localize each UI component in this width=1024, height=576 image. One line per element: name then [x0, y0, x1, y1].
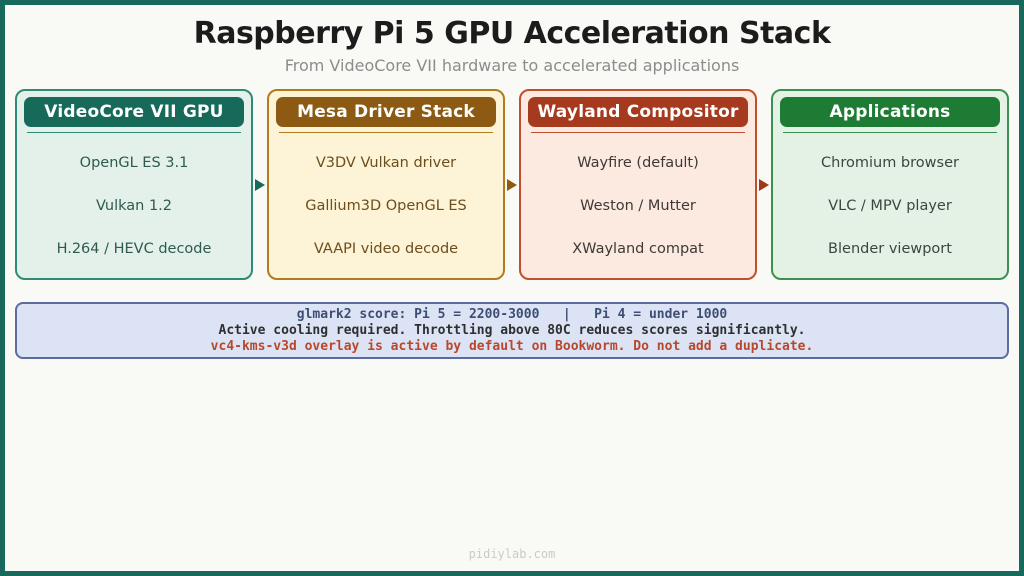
card-item: XWayland compat [572, 240, 704, 257]
card-item: VAAPI video decode [313, 240, 459, 257]
flow-arrow-slot [253, 89, 267, 280]
note-line-cooling-warning: Active cooling required. Throttling abov… [218, 323, 806, 338]
note-line-benchmark-score: glmark2 score: Pi 5 = 2200-3000 | Pi 4 =… [296, 307, 728, 322]
card-header: Applications [780, 97, 1000, 127]
watermark: pidiylab.com [468, 547, 556, 561]
card-item: Blender viewport [828, 240, 952, 257]
card-item: H.264 / HEVC decode [56, 240, 212, 257]
card-wayland-compositor: Wayland Compositor Wayfire (default) Wes… [519, 89, 757, 280]
note-box: glmark2 score: Pi 5 = 2200-3000 | Pi 4 =… [15, 302, 1009, 359]
card-header: Wayland Compositor [528, 97, 748, 127]
card-header: Mesa Driver Stack [276, 97, 496, 127]
card-item: VLC / MPV player [828, 197, 952, 214]
card-divider [531, 132, 745, 133]
card-items: Wayfire (default) Weston / Mutter XWayla… [521, 141, 755, 270]
card-videocore-gpu: VideoCore VII GPU OpenGL ES 3.1 Vulkan 1… [15, 89, 253, 280]
card-divider [279, 132, 493, 133]
card-header: VideoCore VII GPU [24, 97, 244, 127]
card-item: OpenGL ES 3.1 [79, 154, 189, 171]
card-divider [27, 132, 241, 133]
right-arrow-icon [255, 178, 265, 191]
card-item: Wayfire (default) [577, 154, 699, 171]
note-line-overlay-warning: vc4-kms-v3d overlay is active by default… [210, 339, 814, 354]
card-items: Chromium browser VLC / MPV player Blende… [773, 141, 1007, 270]
page-title: Raspberry Pi 5 GPU Acceleration Stack [193, 16, 831, 51]
flow-arrow-slot [757, 89, 771, 280]
card-applications: Applications Chromium browser VLC / MPV … [771, 89, 1009, 280]
card-item: Weston / Mutter [580, 197, 696, 214]
card-items: OpenGL ES 3.1 Vulkan 1.2 H.264 / HEVC de… [17, 141, 251, 270]
card-items: V3DV Vulkan driver Gallium3D OpenGL ES V… [269, 141, 503, 270]
stack-diagram: VideoCore VII GPU OpenGL ES 3.1 Vulkan 1… [15, 89, 1009, 280]
right-arrow-icon [759, 178, 769, 191]
card-item: Gallium3D OpenGL ES [305, 197, 467, 214]
card-mesa-driver: Mesa Driver Stack V3DV Vulkan driver Gal… [267, 89, 505, 280]
flow-arrow-slot [505, 89, 519, 280]
page-subtitle: From VideoCore VII hardware to accelerat… [284, 56, 740, 75]
right-arrow-icon [507, 178, 517, 191]
card-item: V3DV Vulkan driver [315, 154, 457, 171]
card-item: Vulkan 1.2 [95, 197, 173, 214]
card-item: Chromium browser [821, 154, 959, 171]
card-divider [783, 132, 997, 133]
